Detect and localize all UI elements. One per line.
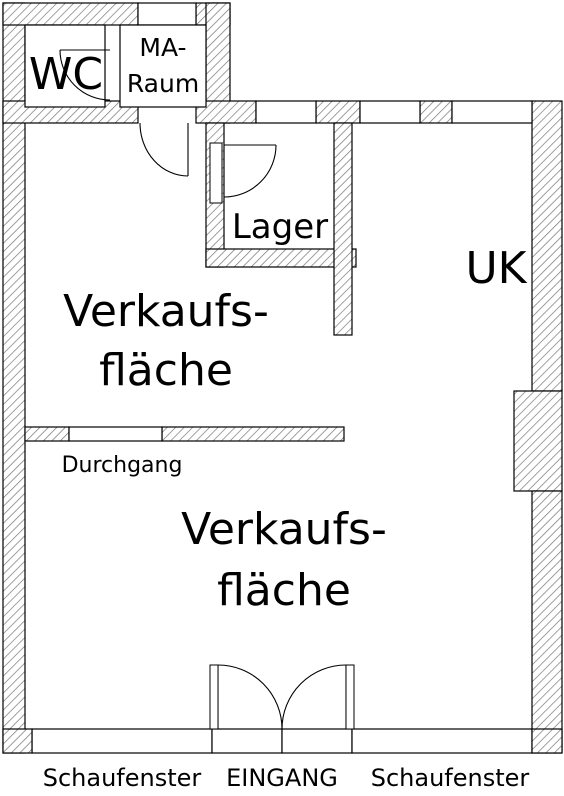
label-uk: UK xyxy=(465,243,527,294)
wall-lager-bottom xyxy=(205,248,357,268)
label-verkauf-lower-2: fläche xyxy=(217,565,351,616)
label-schaufenster-right: Schaufenster xyxy=(371,764,530,792)
label-verkauf-upper-1: Verkaufs- xyxy=(63,286,269,337)
label-eingang: EINGANG xyxy=(226,764,338,792)
door-jambs xyxy=(209,142,355,730)
wall-top-upper-3 xyxy=(315,100,361,124)
label-durchgang: Durchgang xyxy=(62,453,183,478)
label-ma-raum-1: MA- xyxy=(139,33,186,62)
window-top-ma xyxy=(137,2,197,26)
window-top-2 xyxy=(359,100,421,124)
label-verkauf-upper-2: fläche xyxy=(99,345,233,396)
wall-bottom-left-corner xyxy=(2,728,33,754)
window-schaufenster-right xyxy=(351,728,533,754)
wall-right-upper xyxy=(531,100,563,392)
label-lager: Lager xyxy=(232,207,328,247)
wall-bottom-right-corner xyxy=(531,728,563,754)
window-eingang-left xyxy=(211,728,283,754)
room-ma-box xyxy=(119,24,207,108)
windows xyxy=(31,2,533,754)
wall-lager-right xyxy=(333,122,353,336)
wall-partition-right xyxy=(161,426,345,442)
window-top-1 xyxy=(255,100,317,124)
label-schaufenster-left: Schaufenster xyxy=(43,764,202,792)
wall-right-jog xyxy=(513,390,563,492)
wall-top-left xyxy=(2,2,139,26)
wall-top-upper-4 xyxy=(419,100,453,124)
opening-durchgang xyxy=(68,426,163,442)
window-schaufenster-left xyxy=(31,728,213,754)
wall-partition-left xyxy=(24,426,70,442)
label-wc: WC xyxy=(29,49,103,100)
wall-right-lower xyxy=(531,490,563,754)
window-eingang-right xyxy=(281,728,353,754)
label-ma-raum-2: Raum xyxy=(127,69,199,98)
window-top-3 xyxy=(451,100,533,124)
room-wc-box xyxy=(24,24,106,108)
label-verkauf-lower-1: Verkaufs- xyxy=(181,504,387,555)
